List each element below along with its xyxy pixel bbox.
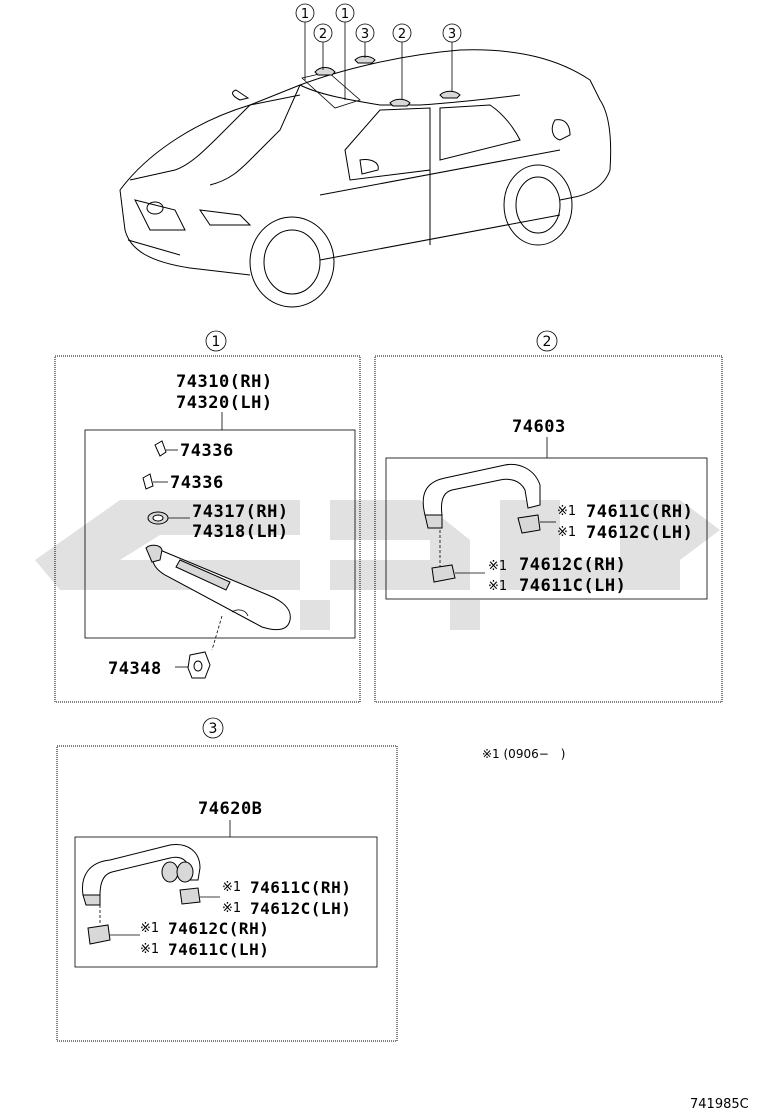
car-illustration	[119, 22, 612, 308]
section-1: 1 74310(RH) 74320(LH) 74336 74336 74317(…	[54, 330, 361, 703]
callout-label: 1	[301, 7, 309, 22]
assembly-part-number[interactable]: 74620B	[198, 799, 262, 819]
section-number: 3	[209, 721, 218, 737]
part-number-grip-cap[interactable]: 74611C(LH)	[168, 940, 269, 959]
callout-label: 3	[361, 27, 369, 42]
assembly-part-number[interactable]: 74310(RH)	[176, 372, 273, 392]
callout-label: 3	[448, 27, 456, 42]
part-number-clip[interactable]: 74336	[170, 473, 224, 493]
supersession-mark: ※1	[488, 579, 507, 594]
section-2: 2 74603 ※1 74611C(RH) ※1 74612C(LH) ※1 7…	[374, 330, 723, 703]
assist-grip-drawing	[422, 463, 541, 529]
sun-visor-drawing	[145, 544, 291, 631]
part-number-grip-cap[interactable]: 74611C(RH)	[250, 878, 351, 897]
supersession-mark: ※1	[140, 942, 159, 957]
callout-label: 2	[319, 27, 327, 42]
supersession-footnote: ※1 (0906− )	[482, 747, 565, 761]
part-number-holder[interactable]: 74317(RH)	[192, 502, 289, 522]
assembly-part-number[interactable]: 74320(LH)	[176, 393, 273, 413]
car-callouts: 1 2 1 3 2 3	[295, 3, 462, 43]
callout-label: 1	[341, 7, 349, 22]
part-number-bracket[interactable]: 74348	[108, 659, 162, 679]
supersession-mark: ※1	[557, 504, 576, 519]
part-number-clip[interactable]: 74336	[180, 441, 234, 461]
part-number-grip-cap[interactable]: 74612C(LH)	[586, 523, 693, 543]
part-number-grip-cap[interactable]: 74611C(LH)	[519, 576, 626, 596]
supersession-mark: ※1	[488, 559, 507, 574]
part-number-grip-cap[interactable]: 74612C(LH)	[250, 899, 351, 918]
supersession-mark: ※1	[222, 901, 241, 916]
assist-grip-drawing	[81, 843, 201, 906]
supersession-mark: ※1	[222, 880, 241, 895]
section-2-frame	[374, 355, 723, 703]
section-1-frame	[54, 355, 361, 703]
section-number: 1	[212, 334, 221, 350]
figure-number: 741985C	[690, 1097, 749, 1112]
callout-label: 2	[398, 27, 406, 42]
part-number-grip-cap[interactable]: 74612C(RH)	[519, 555, 626, 575]
part-number-holder[interactable]: 74318(LH)	[192, 522, 289, 542]
section-3: 3 74620B ※1 74611C(RH) ※1 74612C(LH) ※1 …	[56, 717, 398, 1042]
assembly-part-number[interactable]: 74603	[512, 417, 566, 437]
supersession-mark: ※1	[140, 921, 159, 936]
part-number-grip-cap[interactable]: 74612C(RH)	[168, 919, 269, 938]
section-number: 2	[543, 334, 552, 350]
section-3-frame	[56, 745, 398, 1042]
part-number-grip-cap[interactable]: 74611C(RH)	[586, 502, 693, 522]
supersession-mark: ※1	[557, 525, 576, 540]
